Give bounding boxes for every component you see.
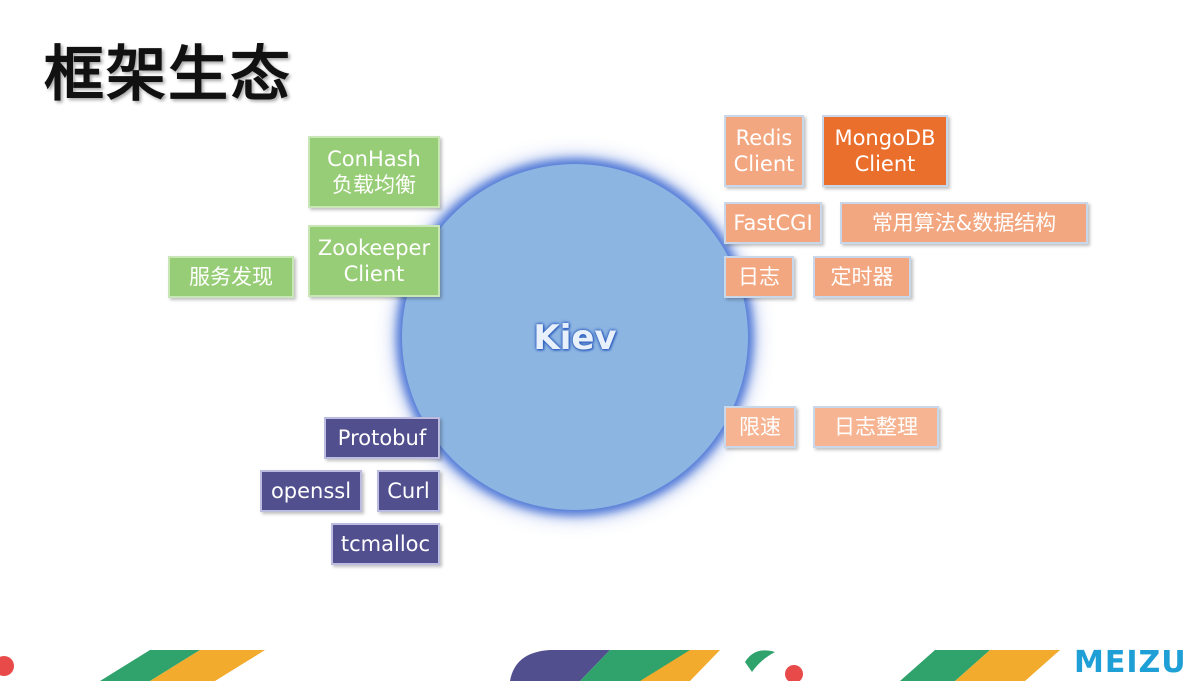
protobuf-box: Protobuf	[324, 417, 440, 459]
mongodb-line2: Client	[854, 152, 916, 176]
timer-label: 定时器	[830, 264, 894, 289]
footer-purple-arc	[510, 650, 610, 681]
redis-client-box: Redis Client	[724, 115, 804, 187]
curl-box: Curl	[377, 470, 440, 512]
zookeeper-line2: Client	[343, 262, 405, 286]
timer-box: 定时器	[813, 256, 911, 298]
algorithms-box: 常用算法&数据结构	[840, 202, 1088, 244]
tcmalloc-box: tcmalloc	[331, 523, 440, 565]
redis-line2: Client	[733, 152, 795, 176]
mongodb-client-box: MongoDB Client	[822, 115, 948, 187]
conhash-line1: ConHash	[327, 146, 421, 171]
tcmalloc-label: tcmalloc	[340, 531, 431, 556]
meizu-logo: MEIZU	[1074, 645, 1187, 680]
footer-yellow-stripe-2	[640, 650, 720, 681]
log-label: 日志	[738, 264, 780, 289]
log-box: 日志	[724, 256, 794, 298]
kiev-hub-label: Kiev	[533, 318, 617, 358]
fastcgi-box: FastCGI	[724, 202, 822, 244]
footer-red-dot-right	[785, 665, 803, 681]
curl-label: Curl	[387, 478, 430, 503]
openssl-label: openssl	[270, 478, 352, 503]
slide-title: 框架生态	[44, 40, 292, 110]
mongodb-line1: MongoDB	[834, 125, 936, 150]
openssl-box: openssl	[260, 470, 362, 512]
zookeeper-line1: Zookeeper	[317, 235, 431, 260]
kiev-hub-circle	[402, 164, 748, 510]
algorithms-label: 常用算法&数据结构	[871, 210, 1057, 235]
footer-green-stripe-1	[100, 650, 200, 681]
footer-decoration	[0, 650, 1060, 681]
footer-green-leaf	[745, 650, 775, 672]
footer-yellow-stripe-1	[150, 650, 265, 681]
log-organize-label: 日志整理	[834, 414, 918, 439]
rate-limit-label: 限速	[739, 414, 781, 439]
footer-red-dot-left	[0, 656, 14, 676]
protobuf-label: Protobuf	[337, 425, 427, 450]
rate-limit-box: 限速	[724, 406, 796, 448]
footer-yellow-stripe-3	[955, 650, 1060, 681]
service-discovery-box: 服务发现	[168, 256, 294, 298]
service-discovery-label: 服务发现	[189, 264, 273, 289]
redis-line1: Redis	[735, 125, 793, 150]
conhash-line2: 负载均衡	[332, 173, 416, 197]
fastcgi-label: FastCGI	[733, 210, 813, 235]
log-organize-box: 日志整理	[813, 406, 939, 448]
conhash-box: ConHash 负载均衡	[308, 136, 440, 208]
zookeeper-box: Zookeeper Client	[308, 225, 440, 297]
footer-green-stripe-3	[900, 650, 990, 681]
